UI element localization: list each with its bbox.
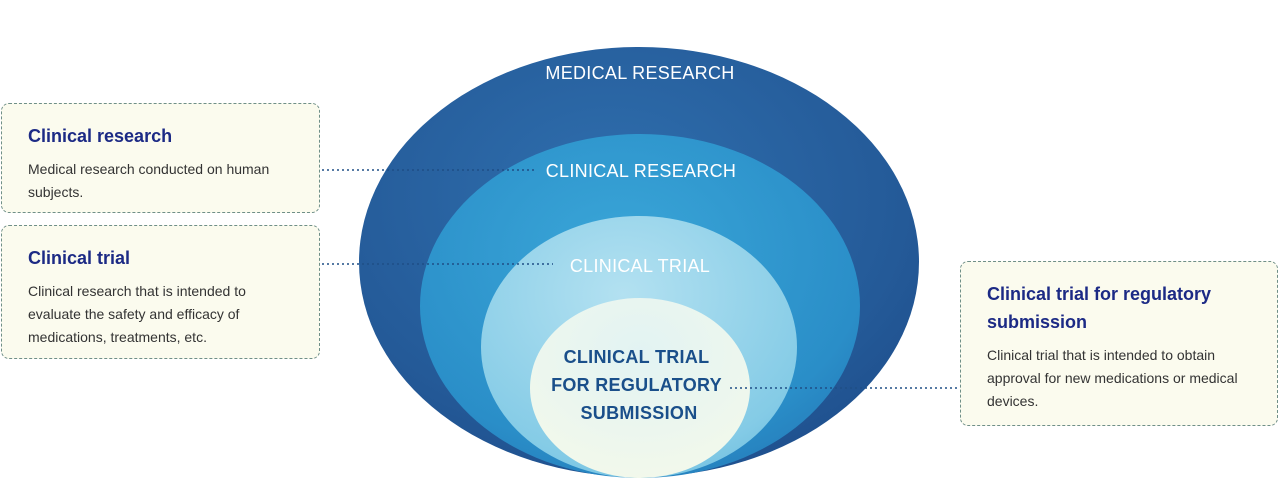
- regulatory-submission-label-line: FOR REGULATORY: [551, 375, 722, 395]
- regulatory-submission-title: Clinical trial for regulatory submission: [987, 284, 1212, 332]
- regulatory-submission-ring: [530, 298, 750, 478]
- clinical-trial-description: Clinical research that is intended to ev…: [28, 283, 246, 345]
- regulatory-submission-label: CLINICAL TRIAL FOR REGULATORY SUBMISSION: [551, 347, 727, 423]
- medical-research-label: MEDICAL RESEARCH: [545, 63, 734, 83]
- regulatory-submission-box: Clinical trial for regulatory submission…: [960, 261, 1278, 426]
- clinical-trial-title: Clinical trial: [28, 248, 131, 268]
- clinical-research-label: CLINICAL RESEARCH: [546, 161, 736, 181]
- regulatory-submission-description: Clinical trial that is intended to obtai…: [987, 347, 1238, 409]
- clinical-trial-label: CLINICAL TRIAL: [570, 256, 710, 276]
- clinical-trial-box: Clinical trial Clinical research that is…: [1, 225, 320, 359]
- clinical-research-description: Medical research conducted on human subj…: [28, 161, 270, 200]
- clinical-research-title: Clinical research: [28, 126, 173, 146]
- regulatory-submission-label-line: CLINICAL TRIAL: [564, 347, 710, 367]
- clinical-research-box: Clinical research Medical research condu…: [1, 103, 320, 213]
- regulatory-submission-label-line: SUBMISSION: [580, 403, 697, 423]
